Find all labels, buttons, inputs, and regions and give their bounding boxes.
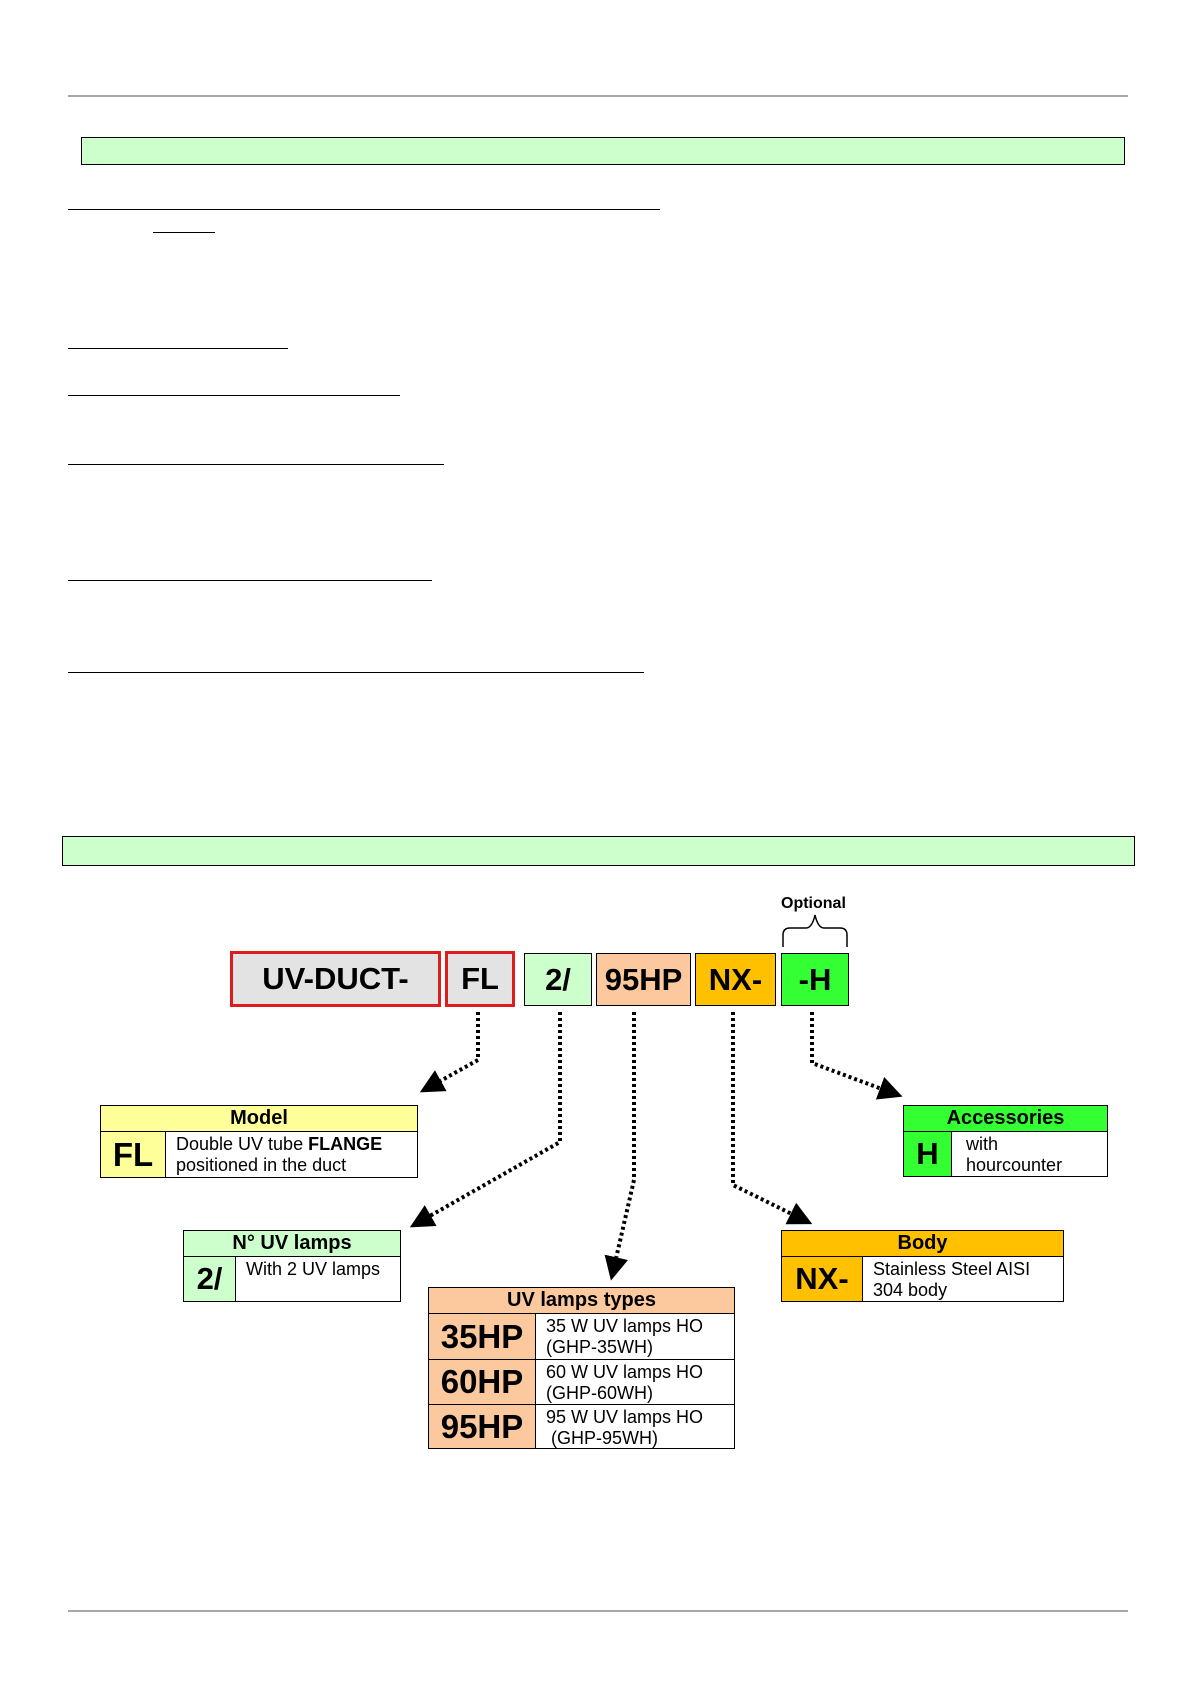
legend-lamps: N° UV lamps 2/ With 2 UV lamps <box>183 1230 401 1302</box>
lamp-type-desc: 60 W UV lamps HO(GHP-60WH) <box>546 1362 704 1403</box>
heading-underline <box>68 395 400 396</box>
lamp-type-desc: 95 W UV lamps HO (GHP-95WH) <box>546 1407 704 1448</box>
code-part-lamps: 2/ <box>524 953 592 1006</box>
arrow-accessories <box>810 1012 903 1100</box>
legend-model-title: Model <box>101 1106 417 1132</box>
legend-lamps-title: N° UV lamps <box>184 1231 400 1257</box>
lamp-type-code: 35HP <box>429 1314 536 1359</box>
legend-lamp-types-title: UV lamps types <box>429 1288 734 1314</box>
arrow-lamps <box>409 1012 562 1228</box>
heading-underline <box>68 464 444 465</box>
arrow-model <box>419 1012 480 1093</box>
section-bar-top <box>81 137 1125 165</box>
heading-underline <box>68 209 660 210</box>
legend-model-desc: Double UV tube FLANGE positioned in the … <box>176 1134 383 1175</box>
legend-model: Model FL Double UV tube FLANGE positione… <box>100 1105 418 1178</box>
code-part-model: FL <box>445 951 515 1007</box>
legend-lamp-types: UV lamps types 35HP 35 W UV lamps HO(GHP… <box>428 1287 735 1449</box>
legend-body-code: NX- <box>782 1257 863 1301</box>
lamp-type-code: 95HP <box>429 1405 536 1448</box>
arrow-body <box>731 1012 813 1225</box>
heading-underline <box>68 672 644 673</box>
section-bar-code <box>62 836 1135 866</box>
lamp-type-desc: 35 W UV lamps HO(GHP-35WH) <box>546 1316 704 1357</box>
optional-label: Optional <box>781 895 846 912</box>
optional-brace <box>782 914 848 947</box>
legend-body-title: Body <box>782 1231 1063 1257</box>
lamp-type-row: 95HP 95 W UV lamps HO (GHP-95WH) <box>429 1404 734 1448</box>
lamp-type-row: 60HP 60 W UV lamps HO(GHP-60WH) <box>429 1359 734 1404</box>
legend-lamps-code: 2/ <box>184 1257 236 1301</box>
legend-accessories-title: Accessories <box>904 1106 1107 1132</box>
heading-underline <box>153 232 215 233</box>
legend-model-code: FL <box>101 1132 166 1177</box>
lamp-type-code: 60HP <box>429 1360 536 1404</box>
code-part-lamp-type: 95HP <box>596 953 691 1006</box>
header-rule <box>68 95 1128 97</box>
arrow-lamp-types <box>604 1012 636 1281</box>
code-part-body: NX- <box>695 953 776 1006</box>
lamp-type-row: 35HP 35 W UV lamps HO(GHP-35WH) <box>429 1314 734 1359</box>
legend-accessories-code: H <box>904 1132 952 1176</box>
code-part-accessories: -H <box>781 953 849 1006</box>
heading-underline <box>68 348 288 349</box>
legend-lamps-desc: With 2 UV lamps <box>246 1259 381 1279</box>
footer-rule <box>68 1610 1128 1612</box>
heading-underline <box>68 580 432 581</box>
code-part-uv-duct: UV-DUCT- <box>230 951 441 1007</box>
